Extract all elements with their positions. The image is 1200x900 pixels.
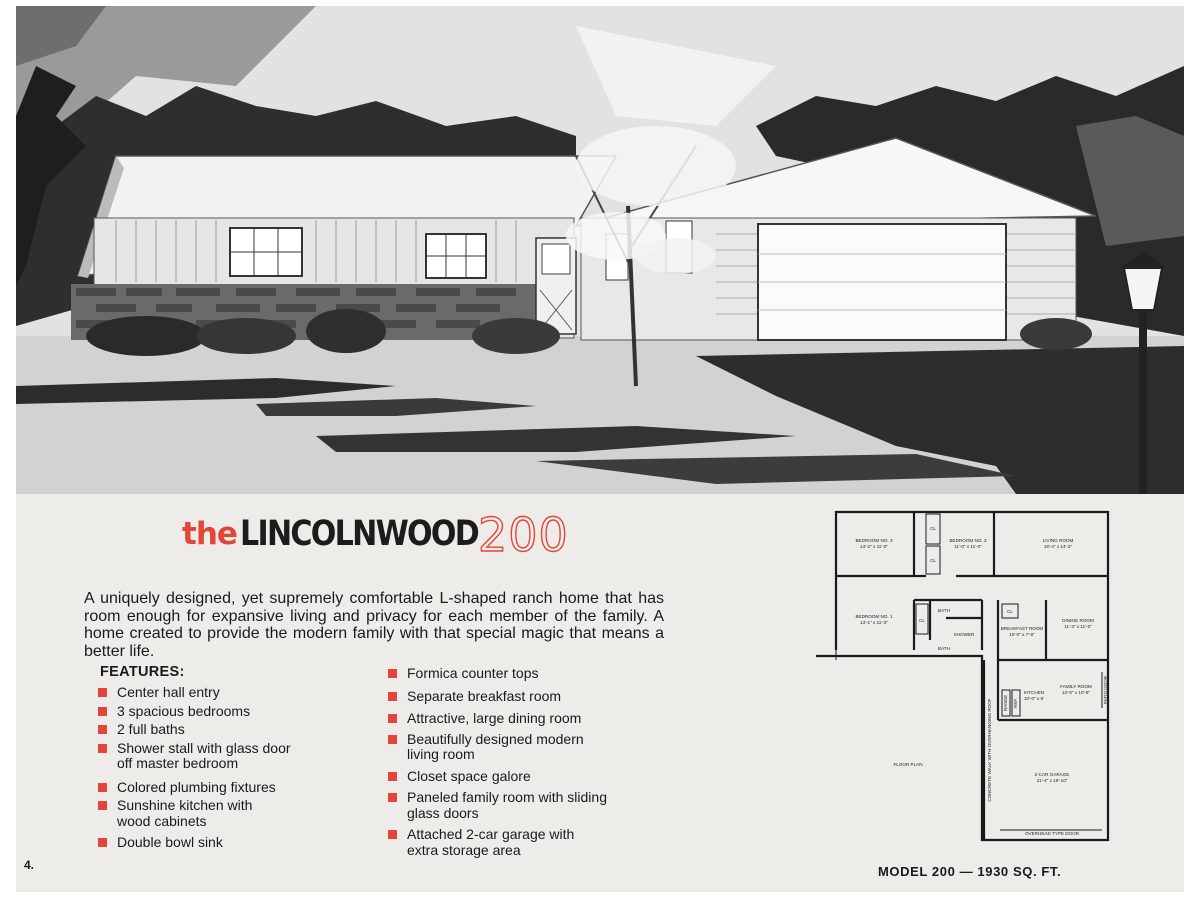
page-number: 4. (24, 858, 35, 872)
walk-label: CONCRETE WALK WITH OVERHANGING ROOF (987, 698, 992, 801)
ref-label: REF. (1013, 698, 1018, 708)
room-dims-living: 19'-4" x 14'-2" (1044, 544, 1073, 549)
range-label: RANGE (1003, 695, 1008, 711)
feature-item: Attached 2-car garage with extra storage… (388, 826, 607, 858)
floor-plan-label: FLOOR PLAN (893, 762, 922, 767)
room-label-living: LIVING ROOM (1043, 538, 1074, 543)
feature-item: Double bowl sink (98, 834, 328, 851)
room-dims-breakfast: 10'-0" x 7'-8" (1009, 632, 1035, 637)
room-label-dining: DINING ROOM (1062, 618, 1094, 623)
feature-item: 3 spacious bedrooms (98, 703, 328, 720)
room-label-garage: 2-CAR GARAGE (1035, 772, 1070, 777)
title-prefix: the (182, 516, 238, 552)
floor-plan: BEDROOM NO. 3 14'-2" x 11'-0" BEDROOM NO… (816, 510, 1110, 842)
room-dims-dining: 11'-3" x 11'-0" (1064, 624, 1092, 629)
model-caption: MODEL 200 — 1930 SQ. FT. (878, 864, 1062, 879)
bath-label: BATH (938, 646, 950, 651)
feature-item: Separate breakfast room (388, 688, 618, 705)
shower-label: SHOWER (954, 632, 975, 637)
bath-label: BATH (938, 608, 950, 613)
features-heading: FEATURES: (100, 664, 185, 680)
feature-item: Shower stall with glass door off master … (98, 740, 307, 772)
feature-item: Beautifully designed modern living room (388, 731, 617, 763)
feature-item: Colored plumbing fixtures (98, 779, 328, 796)
feature-item: Attractive, large dining room (388, 710, 618, 727)
garage-door-label: OVERHEAD TYPE DOOR (1025, 831, 1080, 836)
feature-item: 2 full baths (98, 721, 328, 738)
feature-item: Center hall entry (98, 684, 328, 701)
room-dims-bedroom1: 13'-1" x 11'-3" (860, 620, 888, 625)
features-list-right: Formica counter tops Separate breakfast … (388, 665, 618, 858)
patio-door-label: PATIO DOOR (1103, 675, 1108, 704)
room-label-bedroom2: BEDROOM NO. 2 (949, 538, 986, 543)
closet-label: CL (1007, 609, 1013, 614)
feature-item: Closet space galore (388, 768, 618, 785)
feature-item: Paneled family room with sliding glass d… (388, 789, 607, 821)
room-label-breakfast: BREAKFAST ROOM (1001, 626, 1044, 631)
brochure-page: the LINCOLNWOOD 200 A uniquely designed,… (16, 6, 1184, 892)
room-dims-garage: 21'-4" x 19'-10" (1037, 778, 1068, 783)
closet-label: CL (919, 618, 925, 623)
title-model-name: LINCOLNWOOD (240, 514, 480, 554)
room-label-family: FAMILY ROOM (1060, 684, 1092, 689)
description: A uniquely designed, yet supremely comfo… (84, 590, 664, 660)
room-label-bedroom1: BEDROOM NO. 1 (855, 614, 892, 619)
room-dims-family: 13'-0" x 10'-8" (1062, 690, 1091, 695)
room-label-kitchen: KITCHEN (1024, 690, 1044, 695)
closet-label: CL (930, 558, 936, 563)
feature-item: Sunshine kitchen with wood cabinets (98, 797, 277, 829)
features-list-left: Center hall entry 3 spacious bedrooms 2 … (98, 684, 328, 851)
room-dims-kitchen: 10'-0" x 8' (1024, 696, 1044, 701)
feature-item: Formica counter tops (388, 665, 618, 682)
title-model-number: 200 (477, 507, 569, 562)
room-dims-bedroom3: 14'-2" x 11'-0" (860, 544, 888, 549)
closet-label: CL (930, 526, 936, 531)
room-label-bedroom3: BEDROOM NO. 3 (855, 538, 892, 543)
house-illustration (16, 6, 1184, 494)
room-dims-bedroom2: 11'-0" x 11'-0" (954, 544, 982, 549)
